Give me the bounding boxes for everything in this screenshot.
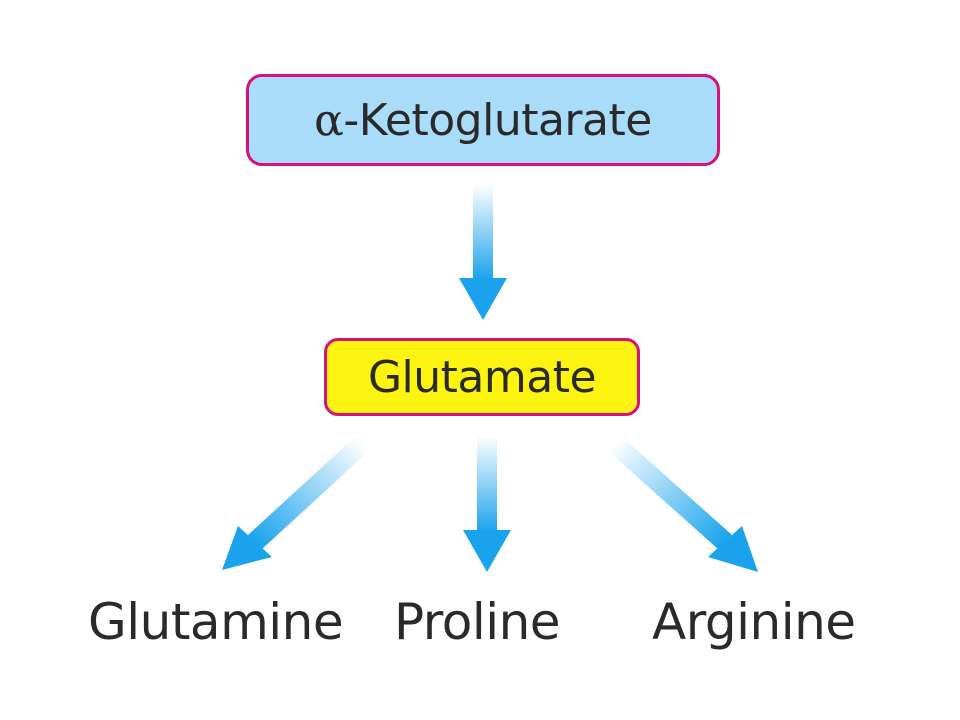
- glutamate-label: Glutamate: [367, 351, 597, 403]
- product-arginine: Arginine: [652, 593, 856, 651]
- alpha-ketoglutarate-box: α-Ketoglutarate: [246, 74, 720, 166]
- alpha-symbol: α: [314, 94, 344, 146]
- alpha-ketoglutarate-label: -Ketoglutarate: [343, 94, 652, 146]
- product-proline: Proline: [394, 593, 561, 651]
- glutamate-box: Glutamate: [324, 338, 640, 416]
- arrow-glutamate-to-proline: [463, 436, 511, 572]
- product-glutamine: Glutamine: [88, 593, 344, 651]
- arrow-ketoglutarate-to-glutamate: [459, 184, 507, 320]
- arrow-glutamate-to-arginine: [607, 436, 758, 572]
- arrow-glutamate-to-glutamine: [222, 436, 370, 570]
